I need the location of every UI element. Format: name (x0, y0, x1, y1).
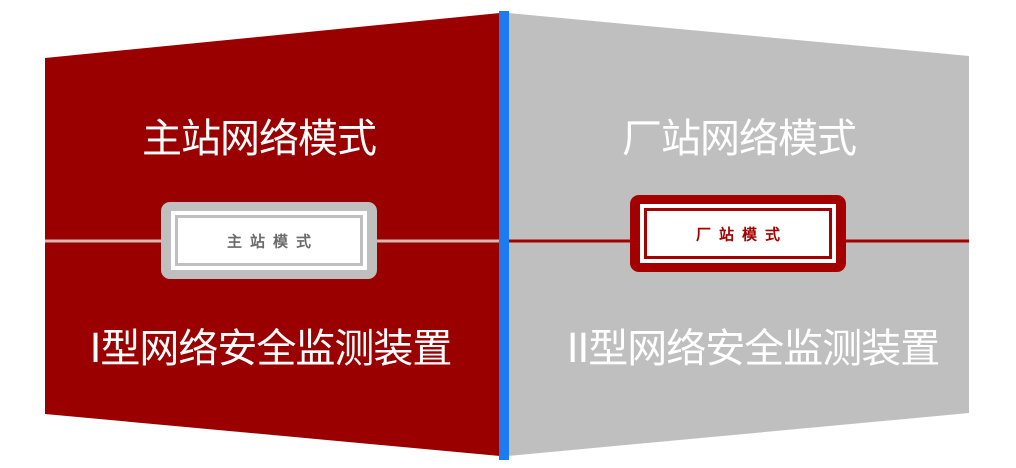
right-panel-title: 厂站网络模式 (622, 116, 857, 162)
left-panel-title: 主站网络模式 (142, 116, 377, 162)
right-badge-inner (640, 204, 836, 263)
left-mode-badge: 主站模式 (161, 202, 377, 279)
right-badge-label: 厂站模式 (695, 225, 788, 243)
right-mode-badge: 厂站模式 (630, 195, 846, 272)
left-device-label: I型网络安全监测装置 (89, 326, 453, 372)
right-badge-frame (644, 208, 832, 259)
left-badge-frame (175, 215, 363, 266)
right-device-label: II型网络安全监测装置 (566, 326, 941, 372)
left-badge-inner (171, 211, 367, 270)
center-divider (499, 11, 509, 460)
left-badge-label: 主站模式 (226, 232, 319, 250)
